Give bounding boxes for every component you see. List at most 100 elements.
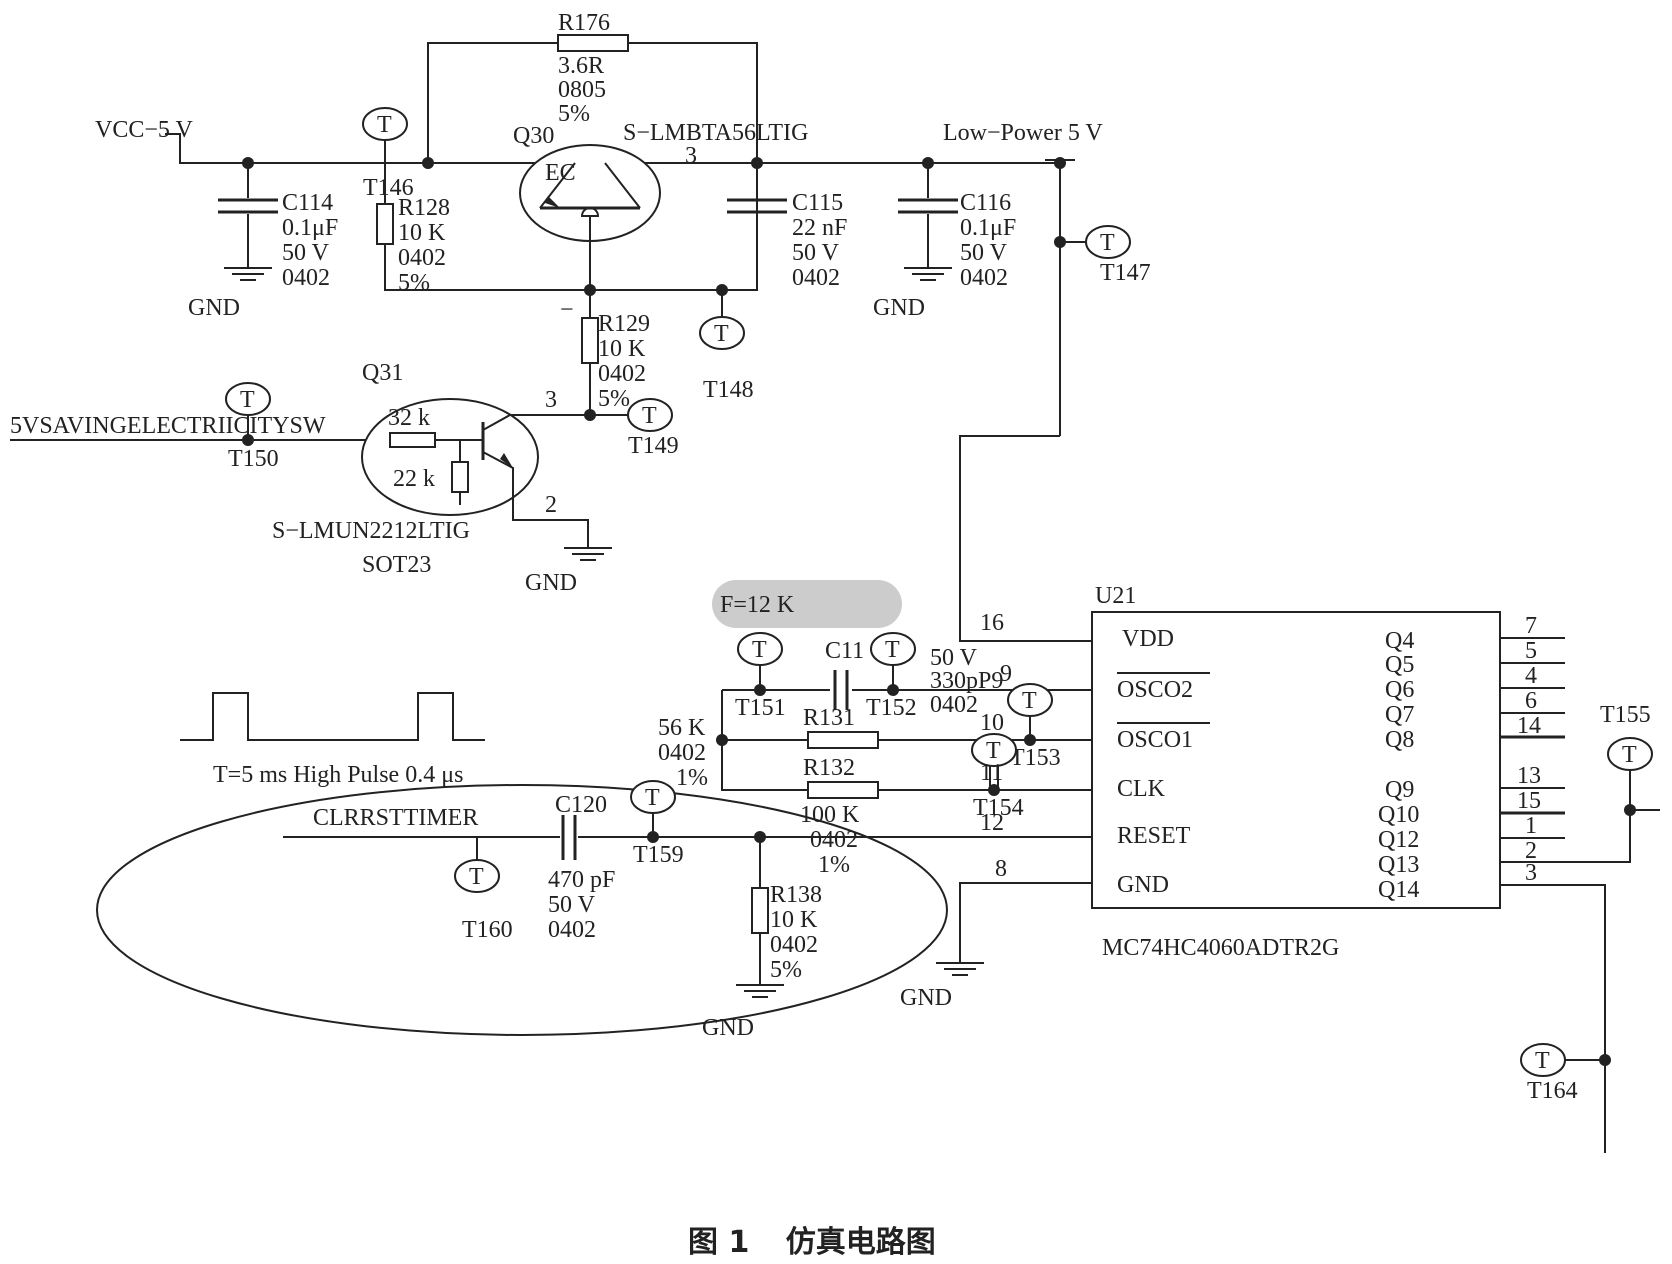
pin-number-2: 2 <box>1525 838 1537 864</box>
t148-symbol: T <box>714 321 729 347</box>
junction-dots <box>242 157 1636 1066</box>
pin-name-osco2: OSCO2 <box>1117 677 1193 703</box>
c114-ref: C114 <box>282 190 333 216</box>
t154-label: T154 <box>973 795 1024 821</box>
t164-label: T164 <box>1527 1078 1578 1104</box>
r131-ref: R131 <box>803 705 855 731</box>
t147-symbol: T <box>1100 230 1115 256</box>
c116-voltage: 50 V <box>960 240 1008 266</box>
t148-label: T148 <box>703 377 754 403</box>
c116-package: 0402 <box>960 265 1008 291</box>
c116-gnd-label: GND <box>873 295 925 321</box>
pulse-label: T=5 ms High Pulse 0.4 μs <box>213 762 463 788</box>
pin-name-q5: Q5 <box>1385 652 1414 678</box>
t147-test-point <box>1085 225 1131 259</box>
c11-ref: C11 <box>825 638 864 664</box>
r138-tolerance: 5% <box>770 957 802 983</box>
r132-ref: R132 <box>803 755 855 781</box>
r132-tolerance: 1% <box>818 852 850 878</box>
pin-number-6: 6 <box>1525 688 1537 714</box>
pin-number-15: 15 <box>1517 788 1541 814</box>
t147-label: T147 <box>1100 260 1151 286</box>
pin-name-osco1: OSCO1 <box>1117 727 1193 753</box>
q30-transistor <box>519 144 661 290</box>
r138-gnd-label: GND <box>702 1015 754 1041</box>
pin-number-8: 8 <box>995 856 1007 882</box>
pin-number-9: 9 <box>1000 661 1012 687</box>
r129-value: 10 K <box>598 336 646 362</box>
r129-ref: R129 <box>598 311 650 337</box>
c11-package: 0402 <box>930 692 978 718</box>
t151-symbol: T <box>752 637 767 663</box>
pin-name-q12: Q12 <box>1378 827 1419 853</box>
clear-net-label: CLRRSTTIMER <box>313 805 478 831</box>
vcc-net-label: VCC−5 V <box>95 117 193 143</box>
pin-name-q8: Q8 <box>1385 727 1414 753</box>
figure-number: 图 1 <box>688 1225 749 1260</box>
t150-label: T150 <box>228 446 279 472</box>
c120-value: 470 pF <box>548 867 615 893</box>
u21-ref: U21 <box>1095 583 1136 609</box>
q31-r2-label: 22 k <box>393 466 435 492</box>
t148-test-point <box>699 290 745 350</box>
pin-name-reset: RESET <box>1117 823 1191 849</box>
r128-value: 10 K <box>398 220 446 246</box>
pulse-waveform <box>180 692 485 741</box>
control-net-label: 5VSAVINGELECTRIICITYSW <box>10 413 326 439</box>
t146-symbol: T <box>377 112 392 138</box>
figure-title: 仿真电路图 <box>786 1225 936 1260</box>
c11-value: 330pP9 <box>930 668 1003 694</box>
pin-number-14: 14 <box>1517 713 1541 739</box>
pin-number-10: 10 <box>980 710 1004 736</box>
pin-number-5: 5 <box>1525 638 1537 664</box>
r129-tolerance: 5% <box>598 386 630 412</box>
c114-gnd-label: GND <box>188 295 240 321</box>
pin-name-clk: CLK <box>1117 776 1166 802</box>
q31-package: SOT23 <box>362 552 431 578</box>
q31-part: S−LMUN2212LTIG <box>272 518 470 544</box>
r131-package: 0402 <box>658 740 706 766</box>
t149-test-point <box>590 398 673 432</box>
t160-label: T160 <box>462 917 513 943</box>
t160-symbol: T <box>469 864 484 890</box>
ic-gnd-wire <box>935 882 1092 976</box>
pin-number-3: 3 <box>1525 860 1537 886</box>
q31-pin3-number: 3 <box>545 387 557 413</box>
pin-name-q6: Q6 <box>1385 677 1414 703</box>
t164-symbol: T <box>1535 1048 1550 1074</box>
q31-r1-label: 32 k <box>388 405 430 431</box>
c11-voltage: 50 V <box>930 645 978 671</box>
pin-number-7: 7 <box>1525 613 1537 639</box>
pin-number-1: 1 <box>1525 813 1537 839</box>
t152-label: T152 <box>866 695 917 721</box>
c114-package: 0402 <box>282 265 330 291</box>
ic-gnd-net-label: GND <box>900 985 952 1011</box>
c114-value: 0.1μF <box>282 215 338 241</box>
r176-package: 0805 <box>558 77 606 103</box>
c120-package: 0402 <box>548 917 596 943</box>
q31-transistor <box>10 398 613 561</box>
pin-number-12: 12 <box>980 810 1004 836</box>
t150-symbol: T <box>240 387 255 413</box>
frequency-value: =12 K <box>733 592 795 618</box>
c115-ref: C115 <box>792 190 843 216</box>
pin-name-q4: Q4 <box>1385 628 1414 654</box>
r128-resistor <box>376 163 758 291</box>
t151-test-point <box>737 632 783 690</box>
r128-package: 0402 <box>398 245 446 271</box>
r128-tolerance: 5% <box>398 270 430 296</box>
t153-symbol: T <box>1022 688 1037 714</box>
c120-voltage: 50 V <box>548 892 596 918</box>
oscillator-network <box>721 670 1092 799</box>
svg-text:F=12 K: F=12 K <box>720 592 795 618</box>
r138-ref: R138 <box>770 882 822 908</box>
q31-gnd-label: GND <box>525 570 577 596</box>
r129-minus: − <box>560 297 574 323</box>
t153-label: T153 <box>1010 745 1061 771</box>
pin-name-vdd: VDD <box>1122 626 1174 652</box>
r138-value: 10 K <box>770 907 818 933</box>
t159-label: T159 <box>633 842 684 868</box>
t146-test-point <box>362 107 408 163</box>
t155-label: T155 <box>1600 702 1651 728</box>
